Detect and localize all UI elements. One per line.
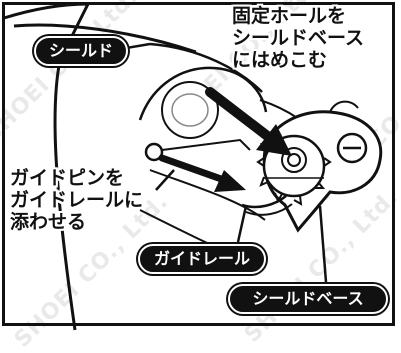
- leader-shield-base: [318, 205, 328, 283]
- helmet-body: [138, 66, 268, 121]
- leader-guide-rail: [236, 205, 248, 243]
- leader-guide-pin: [155, 169, 175, 191]
- guide-rail: [241, 195, 287, 209]
- guide-pin-arm: [161, 138, 251, 151]
- guide-rail-2: [245, 203, 293, 216]
- shield-edge-inner: [149, 42, 263, 93]
- shield-base-label: シールドベース: [228, 284, 388, 314]
- arrow-guide-pin: [158, 154, 246, 192]
- shield-edge-top: [13, 23, 197, 54]
- base-hook: [329, 100, 359, 113]
- guide-rail-label: ガイドレール: [138, 244, 266, 274]
- shield-assembly-diagram: [3, 2, 383, 331]
- arrow-fix-hole: [205, 87, 292, 156]
- guide-pin-instruction: ガイドピンを ガイドレールに 添わせる: [10, 167, 144, 233]
- leader-shield: [125, 42, 151, 50]
- diagram-frame: [2, 2, 395, 326]
- shield-label: シールド: [34, 36, 128, 66]
- shield-outline: [3, 2, 91, 331]
- fix-hole-instruction: 固定ホールを シールドベース にはめこむ: [232, 5, 365, 71]
- helmet-boss: [161, 81, 219, 139]
- helmet-boss-inner: [171, 93, 209, 127]
- guide-pin: [144, 142, 164, 162]
